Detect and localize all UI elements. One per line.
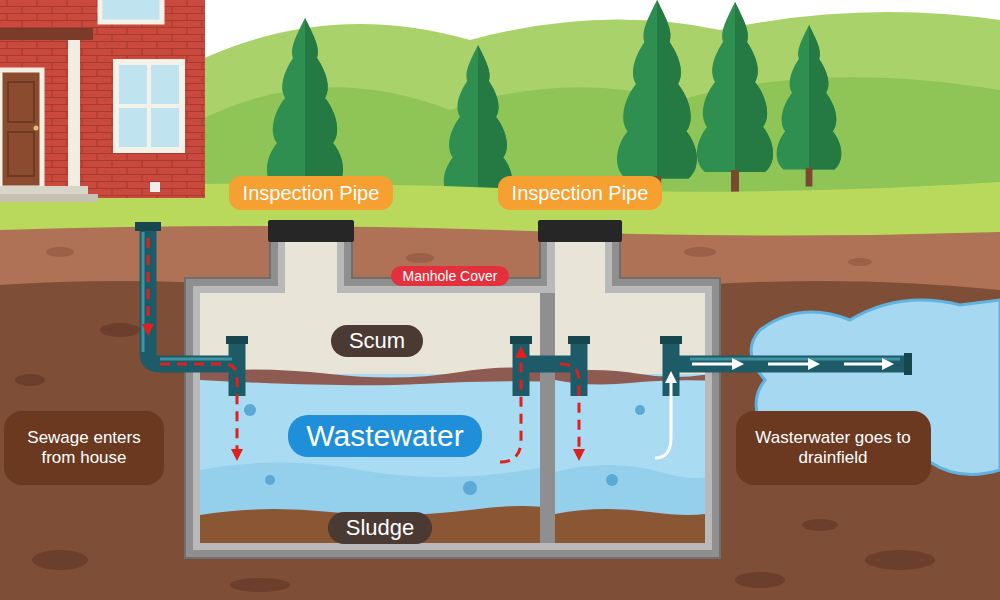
flow-arrow xyxy=(500,352,521,462)
label-text: Wasterwater goes to drainfield xyxy=(746,428,921,469)
topsoil xyxy=(0,221,1000,600)
label-text: Manhole Cover xyxy=(403,268,498,285)
pebble xyxy=(684,247,716,257)
pebble xyxy=(735,572,785,588)
pipe-highlights xyxy=(143,232,900,359)
tank-baffle-wall xyxy=(540,293,555,543)
flow-arrow xyxy=(692,363,738,366)
door-panel xyxy=(8,82,34,122)
window xyxy=(116,62,182,150)
bubble xyxy=(244,404,256,416)
pill-label: Inspection Pipe xyxy=(498,176,663,210)
label-text: Scum xyxy=(349,328,405,354)
pine-tree xyxy=(777,25,842,187)
upper-window xyxy=(100,0,162,22)
label-text: Inspection Pipe xyxy=(512,181,649,205)
pebble xyxy=(32,550,88,570)
pebble xyxy=(46,247,74,257)
door-knob xyxy=(34,126,39,131)
scum-layer xyxy=(200,367,560,385)
pipe-cap xyxy=(904,353,912,375)
flow-arrow xyxy=(147,238,150,330)
pipe-collar xyxy=(226,336,248,344)
sludge-layer xyxy=(200,506,560,545)
house xyxy=(0,0,205,202)
pipe-highlight xyxy=(160,358,900,361)
label-text: Inspection Pipe xyxy=(243,181,380,205)
outlet-pipe xyxy=(671,342,906,396)
pebble xyxy=(802,519,838,531)
flow-arrow xyxy=(844,363,888,366)
tank-contents xyxy=(200,367,560,545)
flow-arrows xyxy=(148,238,579,462)
flow-arrow xyxy=(655,377,671,458)
note-box: Sewage enters from house xyxy=(4,411,164,485)
pebble xyxy=(100,323,140,337)
manhole-lid xyxy=(268,220,354,242)
pebble xyxy=(865,550,935,570)
step xyxy=(0,194,98,202)
porch-roof xyxy=(0,28,93,40)
pebble xyxy=(15,374,45,386)
window-mullion xyxy=(116,62,182,150)
pipe-collar xyxy=(510,336,532,344)
manhole-lid xyxy=(538,220,622,242)
pill-label: Wastewater xyxy=(288,415,481,457)
pill-label: Scum xyxy=(331,325,423,357)
label-text: Sewage enters from house xyxy=(14,428,154,469)
pebble xyxy=(848,258,872,266)
tank-contents xyxy=(555,370,720,545)
pill-label: Sludge xyxy=(328,512,433,544)
door xyxy=(0,70,42,188)
door-panel xyxy=(8,132,34,176)
bubble xyxy=(606,474,618,486)
pipe-collar xyxy=(568,336,590,344)
flow-arrow xyxy=(160,364,237,455)
flow-arrow xyxy=(768,363,814,366)
pipe-cap xyxy=(135,222,161,231)
note-box: Wasterwater goes to drainfield xyxy=(736,411,931,485)
label-text: Wastewater xyxy=(306,418,463,454)
pipe-collar xyxy=(660,336,682,344)
wall-vent xyxy=(150,182,160,192)
pebble xyxy=(230,578,290,592)
pine-tree xyxy=(697,2,773,192)
step xyxy=(0,186,88,194)
transfer-pipe xyxy=(521,342,579,396)
bubble xyxy=(463,481,477,495)
flow-arrow xyxy=(560,364,579,455)
porch-pillar xyxy=(68,40,80,190)
tee-pipe xyxy=(229,342,246,396)
bubble xyxy=(635,405,645,415)
pipes xyxy=(148,230,906,396)
brick-wall xyxy=(0,0,205,198)
sludge-layer xyxy=(555,509,720,545)
pill-label: Manhole Cover xyxy=(391,266,510,287)
pill-label: Inspection Pipe xyxy=(229,176,394,210)
label-text: Sludge xyxy=(346,515,415,541)
pipe-highlight xyxy=(142,232,145,352)
pine-tree xyxy=(617,0,697,199)
pebble xyxy=(406,253,434,263)
tank-cavity xyxy=(200,238,540,543)
tank-concrete xyxy=(185,224,720,558)
inlet-pipe xyxy=(148,230,237,364)
pipe-collars xyxy=(135,222,912,375)
bubble xyxy=(265,475,275,485)
